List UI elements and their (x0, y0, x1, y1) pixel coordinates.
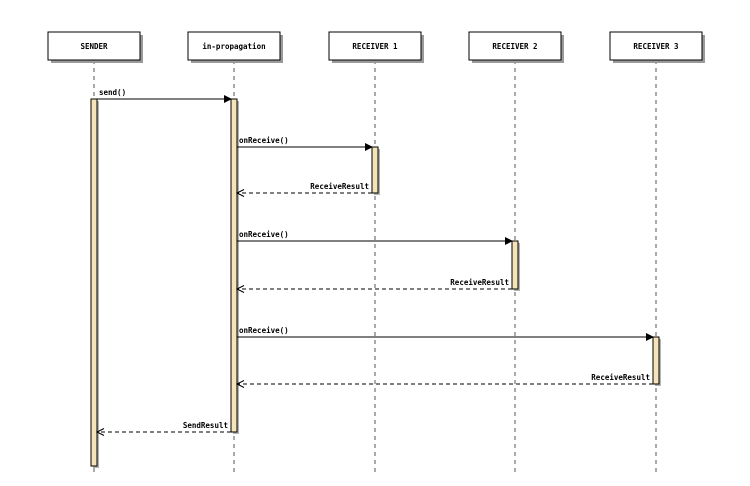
activation-receiver-1 (371, 146, 379, 194)
message-3: ReceiveResult (235, 182, 372, 197)
message-4: onReceive() (237, 230, 513, 245)
message-6-label: onReceive() (239, 326, 289, 335)
message-6: onReceive() (237, 326, 654, 341)
lifeline-receiver-2-box (468, 31, 562, 61)
lifeline-receiver-3-label: RECEIVER 3 (633, 42, 679, 51)
activation-receiver-2 (511, 240, 519, 290)
message-7-arrowhead (235, 380, 245, 388)
message-5-label: ReceiveResult (450, 278, 509, 287)
message-8-arrowhead (95, 428, 105, 436)
lifeline-in-propagation-label: in-propagation (202, 42, 265, 51)
activation-sender (90, 98, 98, 467)
lifeline-receiver-1-box (328, 31, 422, 61)
message-5: ReceiveResult (235, 278, 512, 293)
lifeline-receiver-3-box (609, 31, 703, 61)
lifeline-in-propagation-box (187, 31, 281, 61)
message-2: onReceive() (237, 136, 373, 151)
message-3-label: ReceiveResult (310, 182, 369, 191)
lifeline-sender-box (47, 31, 141, 61)
message-2-label: onReceive() (239, 136, 289, 145)
lifeline-receiver-2-label: RECEIVER 2 (492, 42, 537, 51)
lifeline-receiver-1-label: RECEIVER 1 (352, 42, 398, 51)
message-3-arrowhead (235, 189, 245, 197)
lifeline-sender-label: SENDER (80, 42, 108, 51)
message-1: send() (97, 88, 232, 103)
message-5-arrowhead (235, 285, 245, 293)
activation-in-propagation (230, 98, 238, 433)
activation-receiver-3 (652, 336, 660, 385)
message-8-label: SendResult (183, 421, 228, 430)
message-7: ReceiveResult (235, 373, 653, 388)
message-1-label: send() (99, 88, 126, 97)
message-4-label: onReceive() (239, 230, 289, 239)
message-7-label: ReceiveResult (591, 373, 650, 382)
message-8: SendResult (95, 421, 231, 436)
